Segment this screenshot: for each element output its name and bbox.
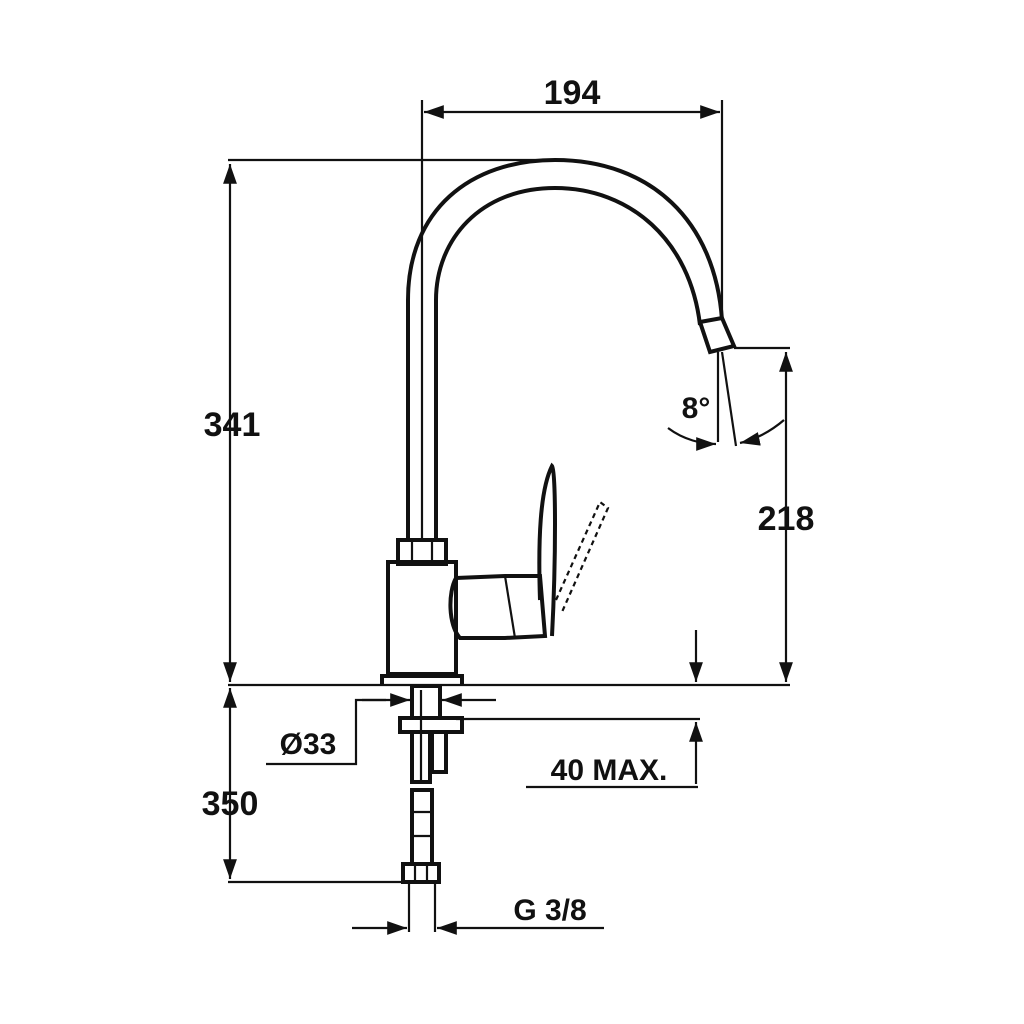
dim-base-diameter-label: Ø33 — [280, 728, 337, 761]
dim-total-height: 341 — [204, 158, 556, 682]
lever-handle — [537, 462, 557, 637]
flex-hose — [410, 788, 434, 866]
spout-outer — [406, 157, 724, 540]
hose-connector — [401, 862, 441, 884]
faucet-body — [386, 560, 458, 676]
dim-max-thickness-label: 40 MAX. — [551, 754, 668, 787]
dim-hose-length-label: 350 — [202, 785, 259, 823]
dim-total-height-label: 341 — [204, 406, 261, 444]
dim-width: 194 — [420, 74, 724, 540]
dim-width-label: 194 — [544, 74, 601, 112]
dim-spout-height-label: 218 — [758, 500, 815, 538]
lever-alt-position — [554, 500, 610, 613]
dim-base-diameter: Ø33 — [266, 693, 496, 766]
dim-spout-angle-label: 8° — [682, 392, 711, 425]
dim-spout-height: 218 — [734, 346, 815, 682]
dim-max-thickness: 40 MAX. — [456, 717, 703, 789]
under-deck-connections — [398, 684, 464, 884]
aerator — [697, 315, 737, 355]
dim-hose-length: 350 — [202, 688, 403, 884]
dim-connection: G 3/8 — [352, 882, 604, 935]
base-flange — [380, 674, 464, 684]
lever-cartridge — [448, 574, 548, 640]
dim-connection-label: G 3/8 — [513, 894, 586, 927]
spout-inner — [434, 185, 702, 540]
dim-spout-angle: 8° — [667, 351, 785, 451]
mounting-nut — [398, 716, 464, 734]
